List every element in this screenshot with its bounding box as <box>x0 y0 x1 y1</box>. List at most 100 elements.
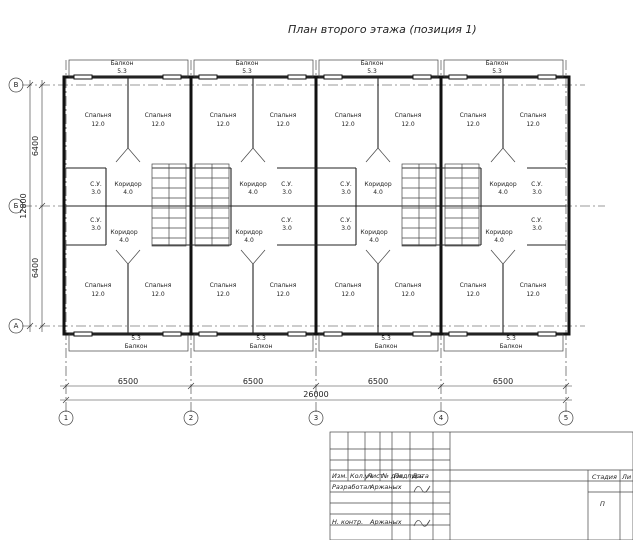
stamp-header: Изм. <box>332 472 347 480</box>
balcony-bottom-label: Балкон <box>375 343 398 350</box>
building-walls <box>62 75 571 336</box>
window <box>198 331 218 337</box>
wc-area: 3.0 <box>282 189 292 196</box>
axis-bubble-4 <box>433 410 449 426</box>
corridor-label: Коридор <box>364 181 391 188</box>
bedroom-label: Спальня <box>145 112 172 119</box>
axis-label-col-4: 4 <box>439 414 444 422</box>
stamp-header: Лист <box>366 472 384 480</box>
axis-bubble-v <box>8 77 24 93</box>
window <box>287 331 307 337</box>
apartment-unit: Балкон5.35.3БалконСпальня12.0Спальня12.0… <box>316 59 441 352</box>
dim-depth-total: 12800 <box>19 193 28 218</box>
wc-area: 3.0 <box>532 189 542 196</box>
axis-label-row-1: В <box>14 81 19 89</box>
bedroom-area: 12.0 <box>216 121 230 128</box>
dim-depth-lower: 6400 <box>31 258 40 278</box>
dim-bay-2: 6500 <box>243 377 263 386</box>
title-block <box>329 431 633 540</box>
stamp-frame <box>329 431 633 540</box>
axis-label-col-3: 3 <box>314 414 318 422</box>
corridor-label: Коридор <box>114 181 141 188</box>
bedroom-label: Спальня <box>335 112 362 119</box>
stamp-developed-label: Разработал <box>332 483 371 491</box>
stamp-header: № док. <box>381 472 405 480</box>
balcony-top-area: 5.3 <box>117 68 127 75</box>
corridor-label: Коридор <box>360 229 387 236</box>
dim-bay-4: 6500 <box>493 377 513 386</box>
door-swing <box>490 249 504 265</box>
bedroom-area: 12.0 <box>151 121 165 128</box>
balcony-top-label: Балкон <box>236 60 259 67</box>
corridor-label: Коридор <box>489 181 516 188</box>
wc-area: 3.0 <box>532 225 542 232</box>
wc-label: С.У. <box>340 217 352 224</box>
balcony-bottom-label: Балкон <box>500 343 523 350</box>
bedroom-label: Спальня <box>395 112 422 119</box>
door-swing <box>252 147 266 163</box>
door-swing <box>365 147 379 163</box>
bedroom-area: 12.0 <box>526 291 540 298</box>
wc-label: С.У. <box>90 217 102 224</box>
stamp-control-label: Н. контр. <box>332 518 363 526</box>
bedroom-area: 12.0 <box>151 291 165 298</box>
bedroom-area: 12.0 <box>401 291 415 298</box>
corridor-label: Коридор <box>110 229 137 236</box>
axis-bubble-a <box>8 318 24 334</box>
window <box>323 331 343 337</box>
window <box>448 74 468 80</box>
corridor-area: 4.0 <box>119 237 129 244</box>
door-swing <box>490 147 504 163</box>
stamp-sheet-label: Ли <box>621 473 631 481</box>
wc-area: 3.0 <box>341 225 351 232</box>
bedroom-label: Спальня <box>85 112 112 119</box>
axis-label-col-1: 1 <box>64 414 68 422</box>
balcony-bottom-area: 5.3 <box>131 335 141 342</box>
balcony-top-label: Балкон <box>361 60 384 67</box>
balcony-top-label: Балкон <box>486 60 509 67</box>
bedroom-label: Спальня <box>520 112 547 119</box>
bedroom-label: Спальня <box>395 282 422 289</box>
wc-label: С.У. <box>281 217 293 224</box>
bedroom-label: Спальня <box>460 282 487 289</box>
window <box>73 331 93 337</box>
door-swing <box>252 249 266 265</box>
balcony-bottom-area: 5.3 <box>256 335 266 342</box>
wc-label: С.У. <box>531 181 543 188</box>
dim-depth-upper: 6400 <box>31 136 40 156</box>
window <box>73 74 93 80</box>
corridor-area: 4.0 <box>373 189 383 196</box>
stamp-header: Кол.уч <box>350 472 373 480</box>
axis-label-row-2: Б <box>14 202 19 210</box>
door-swing <box>365 249 379 265</box>
bedroom-label: Спальня <box>270 112 297 119</box>
corridor-area: 4.0 <box>244 237 254 244</box>
balcony-bottom-area: 5.3 <box>381 335 391 342</box>
window <box>162 331 182 337</box>
axis-bubble-1 <box>58 410 74 426</box>
balcony-top-area: 5.3 <box>367 68 377 75</box>
window <box>162 74 182 80</box>
door-swing <box>240 249 254 265</box>
door-swing <box>115 147 129 163</box>
apartment-unit: Балкон5.35.3БалконСпальня12.0Спальня12.0… <box>191 59 316 352</box>
stamp-developed-name: Аржаных <box>369 483 402 491</box>
stamp-stage-value: П <box>600 500 605 508</box>
wc-label: С.У. <box>90 181 102 188</box>
apartment-unit: Балкон5.35.3БалконСпальня12.0Спальня12.0… <box>66 59 191 352</box>
bedroom-label: Спальня <box>210 282 237 289</box>
signature-developer <box>413 485 431 493</box>
wc-label: С.У. <box>281 181 293 188</box>
corridor-label: Коридор <box>239 181 266 188</box>
axis-bubble-b <box>8 198 24 214</box>
door-swing <box>502 147 516 163</box>
bedroom-area: 12.0 <box>91 121 105 128</box>
bedroom-area: 12.0 <box>466 291 480 298</box>
bedroom-label: Спальня <box>145 282 172 289</box>
bottom-dimensions <box>60 382 572 404</box>
wc-area: 3.0 <box>91 189 101 196</box>
window <box>287 74 307 80</box>
door-swing <box>127 147 141 163</box>
left-dimensions <box>26 80 46 332</box>
door-swing <box>115 249 129 265</box>
